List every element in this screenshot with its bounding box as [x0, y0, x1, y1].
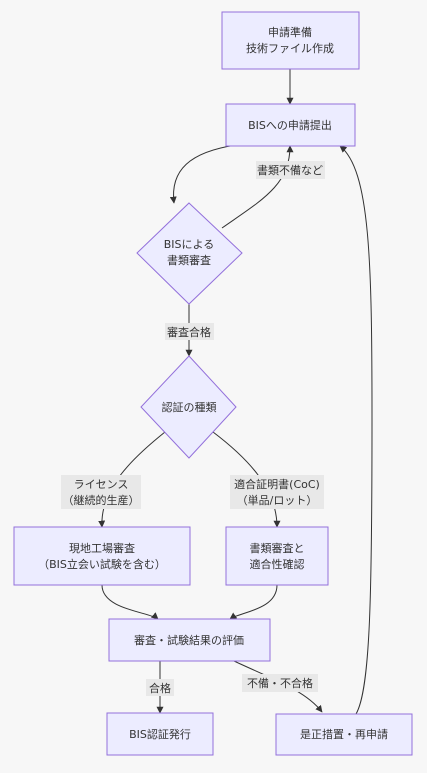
node-doc-conformity-line-2: 適合性確認	[250, 557, 305, 571]
node-doc-review-line-2: 書類審査	[167, 253, 211, 267]
edge-label-license-line-1: ライセンス	[74, 478, 129, 491]
node-evaluation-line-1: 審査・試験結果の評価	[134, 633, 244, 647]
edge-label-fail-line-1: 不備・不合格	[247, 676, 313, 690]
edge-label-license: ライセンス （継続的生産）	[61, 475, 141, 509]
node-prep-line-2: 技術ファイル作成	[246, 42, 334, 55]
node-issue-line-1: BIS認証発行	[129, 727, 191, 741]
edge-label-pass-line-1: 合格	[149, 681, 171, 695]
node-doc-conformity-line-1: 書類審査と	[250, 541, 305, 555]
edge-docs-to-eval	[229, 584, 278, 620]
node-prep-line-1: 申請準備	[268, 25, 312, 39]
node-doc-conformity[interactable]: 書類審査と 適合性確認	[225, 526, 329, 586]
edge-label-fail: 不備・不合格	[242, 674, 318, 692]
edge-label-coc-line-1: 適合証明書(CoC)	[234, 477, 320, 491]
node-submit-line-1: BISへの申請提出	[248, 118, 332, 132]
edge-label-passed-line-1: 審査合格	[167, 325, 211, 339]
edge-label-coc: 適合証明書(CoC) （単品/ロット）	[230, 475, 324, 509]
edge-factory-to-eval	[101, 584, 159, 620]
node-doc-review-line-1: BISによる	[164, 238, 214, 251]
edge-label-license-line-2: （継続的生産）	[63, 493, 140, 507]
node-cert-type-line-1: 認証の種類	[162, 400, 217, 414]
edge-label-coc-line-2: （単品/ロット）	[237, 493, 318, 507]
node-submit[interactable]: BISへの申請提出	[225, 103, 356, 147]
edge-submit-to-review	[169, 144, 237, 204]
node-factory-audit-line-2: （BIS立会い試験を含む）	[38, 557, 166, 571]
edge-label-passed: 審査合格	[165, 323, 214, 340]
node-evaluation[interactable]: 審査・試験結果の評価	[108, 618, 271, 662]
node-cert-type[interactable]: 認証の種類	[140, 355, 237, 459]
node-issue[interactable]: BIS認証発行	[106, 712, 214, 756]
node-corrective[interactable]: 是正措置・再申請	[275, 713, 413, 756]
node-corrective-line-1: 是正措置・再申請	[300, 727, 388, 741]
node-doc-review[interactable]: BISによる 書類審査	[136, 202, 243, 305]
edge-label-pass: 合格	[146, 679, 174, 696]
edge-label-deficiency-line-1: 書類不備など	[257, 163, 323, 177]
node-factory-audit[interactable]: 現地工場審査 （BIS立会い試験を含む）	[13, 526, 191, 586]
node-prep[interactable]: 申請準備 技術ファイル作成	[221, 11, 360, 70]
edge-review-to-submit	[221, 145, 294, 229]
edge-label-deficiency: 書類不備など	[256, 161, 325, 179]
edges	[98, 69, 373, 715]
node-factory-audit-line-1: 現地工場審査	[69, 541, 135, 555]
edge-corrective-to-submit	[339, 145, 373, 715]
